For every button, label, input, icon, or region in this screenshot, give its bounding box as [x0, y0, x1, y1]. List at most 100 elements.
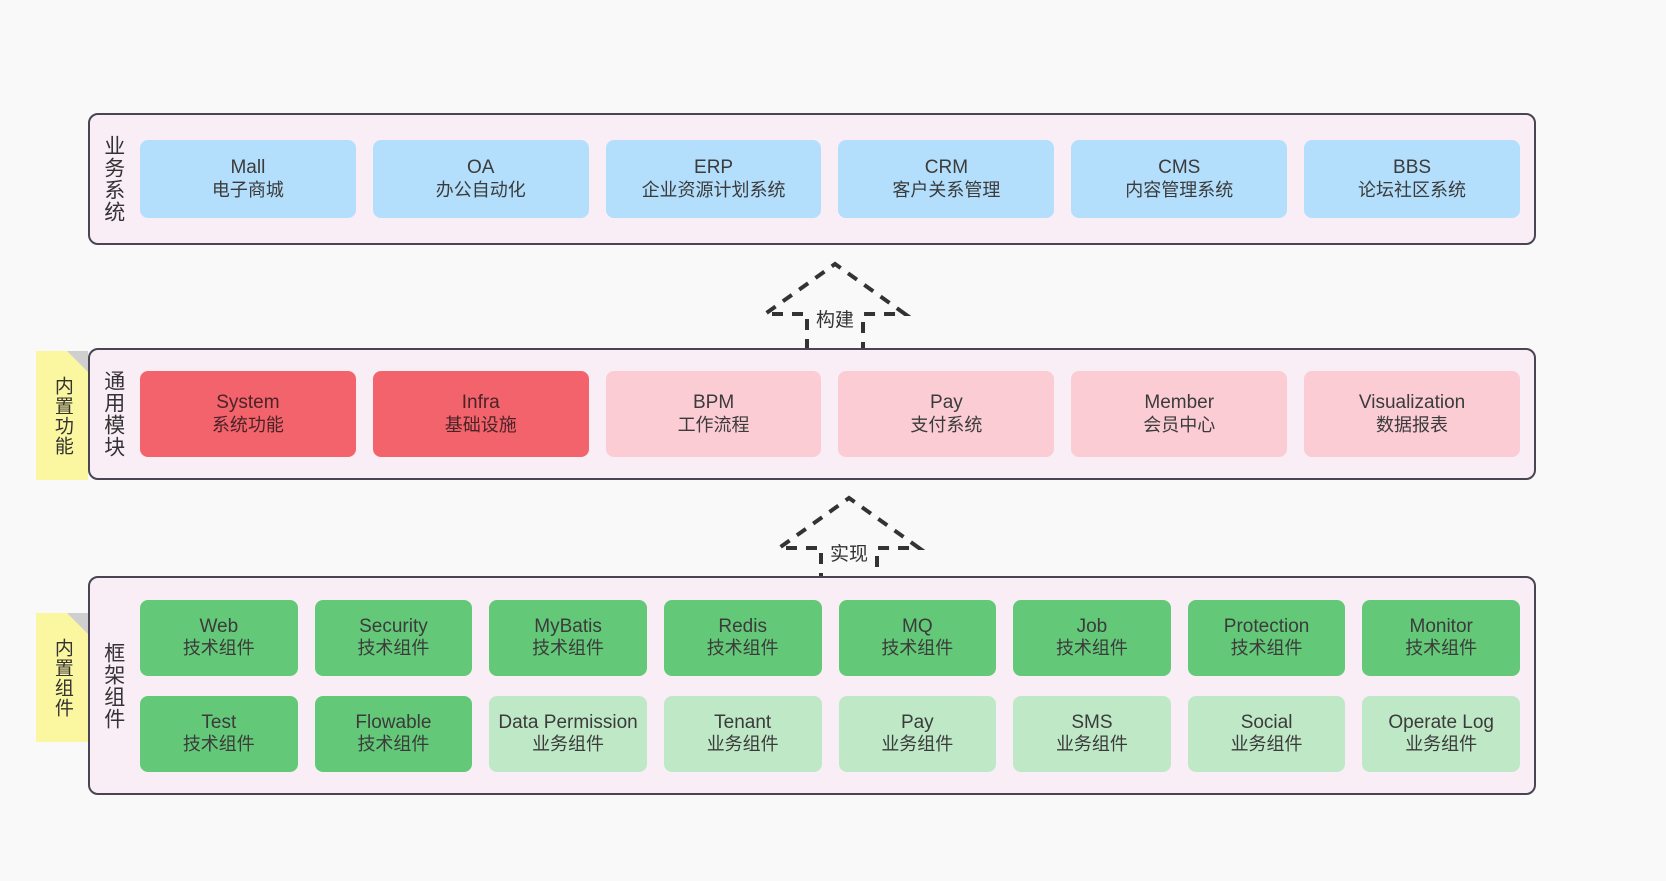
card-mall[interactable]: Mall 电子商城 — [140, 140, 356, 218]
framework-card-row-2: Test 技术组件 Flowable 技术组件 Data Permission … — [140, 695, 1520, 772]
card-subtitle: 企业资源计划系统 — [641, 179, 786, 200]
connector-build-arrow: 构建 — [758, 258, 912, 350]
card-title: MyBatis — [534, 615, 602, 637]
card-bpm[interactable]: BPM 工作流程 — [605, 371, 822, 457]
card-job[interactable]: Job 技术组件 — [1013, 599, 1171, 676]
card-subtitle: 会员中心 — [1143, 414, 1216, 435]
card-cms[interactable]: CMS 内容管理系统 — [1071, 140, 1288, 218]
card-title: Monitor — [1409, 615, 1473, 637]
card-subtitle: 技术组件 — [182, 638, 255, 659]
card-tenant[interactable]: Tenant 业务组件 — [663, 695, 822, 772]
card-title: Tenant — [714, 711, 772, 733]
card-title: SMS — [1071, 711, 1113, 733]
card-subtitle: 业务组件 — [1055, 734, 1128, 755]
card-subtitle: 技术组件 — [357, 734, 430, 755]
card-subtitle: 基础设施 — [444, 414, 517, 435]
layer-business-systems: 业务系统 Mall 电子商城 OA 办公自动化 ERP 企业资源计划系统 CRM — [88, 113, 1536, 245]
card-subtitle: 工作流程 — [677, 414, 750, 435]
card-redis[interactable]: Redis 技术组件 — [663, 599, 822, 676]
card-subtitle: 业务组件 — [706, 734, 779, 755]
layer-common-label: 通用模块 — [101, 370, 125, 458]
card-subtitle: 技术组件 — [182, 734, 255, 755]
card-subtitle: 业务组件 — [1405, 734, 1478, 755]
card-subtitle: 数据报表 — [1376, 414, 1449, 435]
connector-realize-label: 实现 — [829, 544, 868, 565]
card-subtitle: 电子商城 — [211, 179, 284, 200]
card-subtitle: 论坛社区系统 — [1358, 179, 1467, 200]
card-title: Protection — [1223, 615, 1310, 637]
card-subtitle: 技术组件 — [881, 638, 954, 659]
card-title: OA — [467, 157, 495, 179]
card-title: ERP — [694, 157, 734, 179]
card-system[interactable]: System 系统功能 — [140, 371, 356, 457]
card-subtitle: 技术组件 — [357, 638, 430, 659]
card-flowable[interactable]: Flowable 技术组件 — [314, 695, 473, 772]
card-mq[interactable]: MQ 技术组件 — [838, 599, 997, 676]
card-subtitle: 系统功能 — [211, 414, 284, 435]
connector-realize-arrow: 实现 — [772, 492, 926, 584]
card-subtitle: 办公自动化 — [435, 179, 526, 200]
card-title: Data Permission — [498, 711, 638, 733]
page-fold-icon — [67, 351, 88, 372]
layer-common-modules: 通用模块 System 系统功能 Infra 基础设施 BPM 工作流程 Pay — [88, 348, 1536, 480]
card-crm[interactable]: CRM 客户关系管理 — [838, 140, 1055, 218]
layer-common-body: System 系统功能 Infra 基础设施 BPM 工作流程 Pay 支付系统… — [136, 350, 1534, 478]
card-subtitle: 支付系统 — [910, 414, 983, 435]
card-erp[interactable]: ERP 企业资源计划系统 — [605, 140, 822, 218]
layer-business-label: 业务系统 — [101, 135, 125, 223]
card-title: Security — [359, 615, 428, 637]
card-data-permission[interactable]: Data Permission 业务组件 — [489, 695, 647, 772]
sticky-note-label: 内置组件 — [51, 637, 73, 718]
card-bbs[interactable]: BBS 论坛社区系统 — [1304, 140, 1520, 218]
card-subtitle: 技术组件 — [532, 638, 605, 659]
sticky-note-builtin-components: 内置组件 — [36, 613, 88, 742]
card-operate-log[interactable]: Operate Log 业务组件 — [1362, 695, 1520, 772]
card-subtitle: 业务组件 — [1230, 734, 1303, 755]
card-title: Web — [199, 615, 239, 637]
card-title: BPM — [692, 392, 735, 414]
card-title: Operate Log — [1388, 711, 1494, 733]
card-subtitle: 内容管理系统 — [1125, 179, 1234, 200]
card-mybatis[interactable]: MyBatis 技术组件 — [489, 599, 647, 676]
card-subtitle: 技术组件 — [1405, 638, 1478, 659]
layer-framework-label: 框架组件 — [101, 641, 125, 730]
common-card-row: System 系统功能 Infra 基础设施 BPM 工作流程 Pay 支付系统… — [140, 371, 1520, 457]
card-infra[interactable]: Infra 基础设施 — [372, 371, 589, 457]
card-oa[interactable]: OA 办公自动化 — [372, 140, 589, 218]
card-title: Social — [1240, 711, 1293, 733]
connector-build-label: 构建 — [815, 310, 854, 331]
card-title: BBS — [1393, 157, 1432, 179]
page-fold-icon — [67, 613, 88, 634]
card-title: Job — [1076, 615, 1108, 637]
card-visualization[interactable]: Visualization 数据报表 — [1304, 371, 1520, 457]
card-social[interactable]: Social 业务组件 — [1187, 695, 1346, 772]
card-subtitle: 业务组件 — [532, 734, 605, 755]
card-title: Member — [1144, 392, 1215, 414]
card-web[interactable]: Web 技术组件 — [140, 599, 298, 676]
layer-framework-body: Web 技术组件 Security 技术组件 MyBatis 技术组件 Redi… — [136, 578, 1534, 793]
card-title: Visualization — [1358, 392, 1466, 414]
layer-framework-components: 框架组件 Web 技术组件 Security 技术组件 MyBatis 技术组件… — [88, 576, 1536, 795]
card-title: Pay — [930, 392, 963, 414]
card-monitor[interactable]: Monitor 技术组件 — [1362, 599, 1520, 676]
card-title: MQ — [902, 615, 933, 637]
card-test[interactable]: Test 技术组件 — [140, 695, 298, 772]
card-title: Flowable — [355, 711, 432, 733]
card-title: Infra — [461, 392, 500, 414]
card-title: Test — [201, 711, 237, 733]
card-subtitle: 技术组件 — [1230, 638, 1303, 659]
card-subtitle: 技术组件 — [1055, 638, 1128, 659]
business-card-row: Mall 电子商城 OA 办公自动化 ERP 企业资源计划系统 CRM 客户关系… — [140, 140, 1520, 218]
card-sms[interactable]: SMS 业务组件 — [1013, 695, 1171, 772]
layer-business-body: Mall 电子商城 OA 办公自动化 ERP 企业资源计划系统 CRM 客户关系… — [136, 115, 1534, 243]
framework-card-row-1: Web 技术组件 Security 技术组件 MyBatis 技术组件 Redi… — [140, 599, 1520, 676]
card-protection[interactable]: Protection 技术组件 — [1187, 599, 1346, 676]
card-title: System — [216, 392, 280, 414]
card-title: Redis — [718, 615, 767, 637]
card-security[interactable]: Security 技术组件 — [314, 599, 473, 676]
card-member[interactable]: Member 会员中心 — [1071, 371, 1288, 457]
card-title: CRM — [924, 157, 969, 179]
card-pay[interactable]: Pay 支付系统 — [838, 371, 1055, 457]
card-pay-component[interactable]: Pay 业务组件 — [838, 695, 997, 772]
